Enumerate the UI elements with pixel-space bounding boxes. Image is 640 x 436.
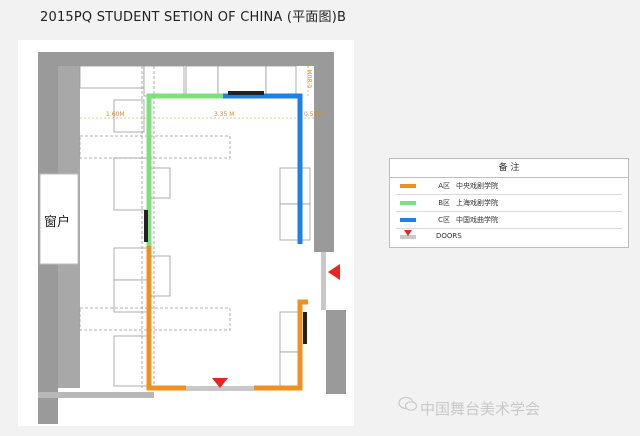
legend-row-zone-a: A区 中央戏剧学院 (390, 178, 628, 194)
door-marker-right-icon (328, 264, 340, 280)
door-marker-icon (404, 230, 412, 236)
legend-heading: 备 注 (390, 159, 628, 178)
legend-swatch-a (400, 184, 416, 188)
legend-row-zone-b: B区 上海戏剧学院 (390, 195, 628, 211)
platforms (79, 66, 231, 388)
legend: 备 注 A区 中央戏剧学院 B区 上海戏剧学院 C区 中国戏曲学院 DOORS (389, 158, 629, 248)
legend-name-a: 中央戏剧学院 (456, 182, 498, 190)
legend-swatch-b (400, 201, 416, 205)
legend-name-c: 中国戏曲学院 (456, 216, 498, 224)
wall-right-lower (326, 310, 346, 394)
dimension-right: 0.55M (304, 111, 323, 118)
legend-row-doors: DOORS (390, 229, 628, 245)
dimension-left: 1.60M (106, 111, 125, 118)
floor-plan: 窗户 (38, 52, 346, 424)
page-title: 2015PQ STUDENT SETION OF CHINA (平面图)B (40, 10, 347, 25)
zone-a-boundary-right (254, 299, 308, 391)
legend-row-zone-c: C区 中国戏曲学院 (390, 212, 628, 228)
window-label: 窗户 (44, 214, 70, 230)
legend-swatch-c (400, 218, 416, 222)
wall-accent-left (144, 210, 148, 242)
dimension-vertical: 0.80M (307, 69, 314, 88)
zone-c-boundary (223, 93, 303, 244)
wall-accent-top (228, 91, 264, 95)
window (39, 173, 79, 265)
wechat-icon (398, 396, 418, 411)
legend-swatch-doors (400, 235, 416, 239)
legend-zone-a: A区 (438, 182, 450, 190)
wall-accent-right (303, 312, 307, 344)
legend-name-doors: DOORS (436, 232, 462, 240)
wall-right-upper (314, 52, 334, 252)
zone-b-boundary (146, 93, 223, 246)
legend-name-b: 上海戏剧学院 (456, 199, 498, 207)
zone-a-boundary-left (146, 246, 186, 391)
door-bottom (186, 386, 254, 391)
dimension-middle: 3.35 M (214, 111, 234, 118)
floor-plan-sheet: 窗户 (18, 40, 354, 426)
legend-zone-b: B区 (438, 199, 450, 207)
door-right (321, 252, 326, 310)
wall-bottom-left (38, 392, 154, 398)
legend-zone-c: C区 (438, 216, 450, 224)
watermark: 中国舞台美术学会 (420, 400, 541, 418)
door-marker-bottom-icon (212, 378, 228, 388)
wall-top (38, 52, 334, 66)
dimension-lines (80, 66, 318, 119)
